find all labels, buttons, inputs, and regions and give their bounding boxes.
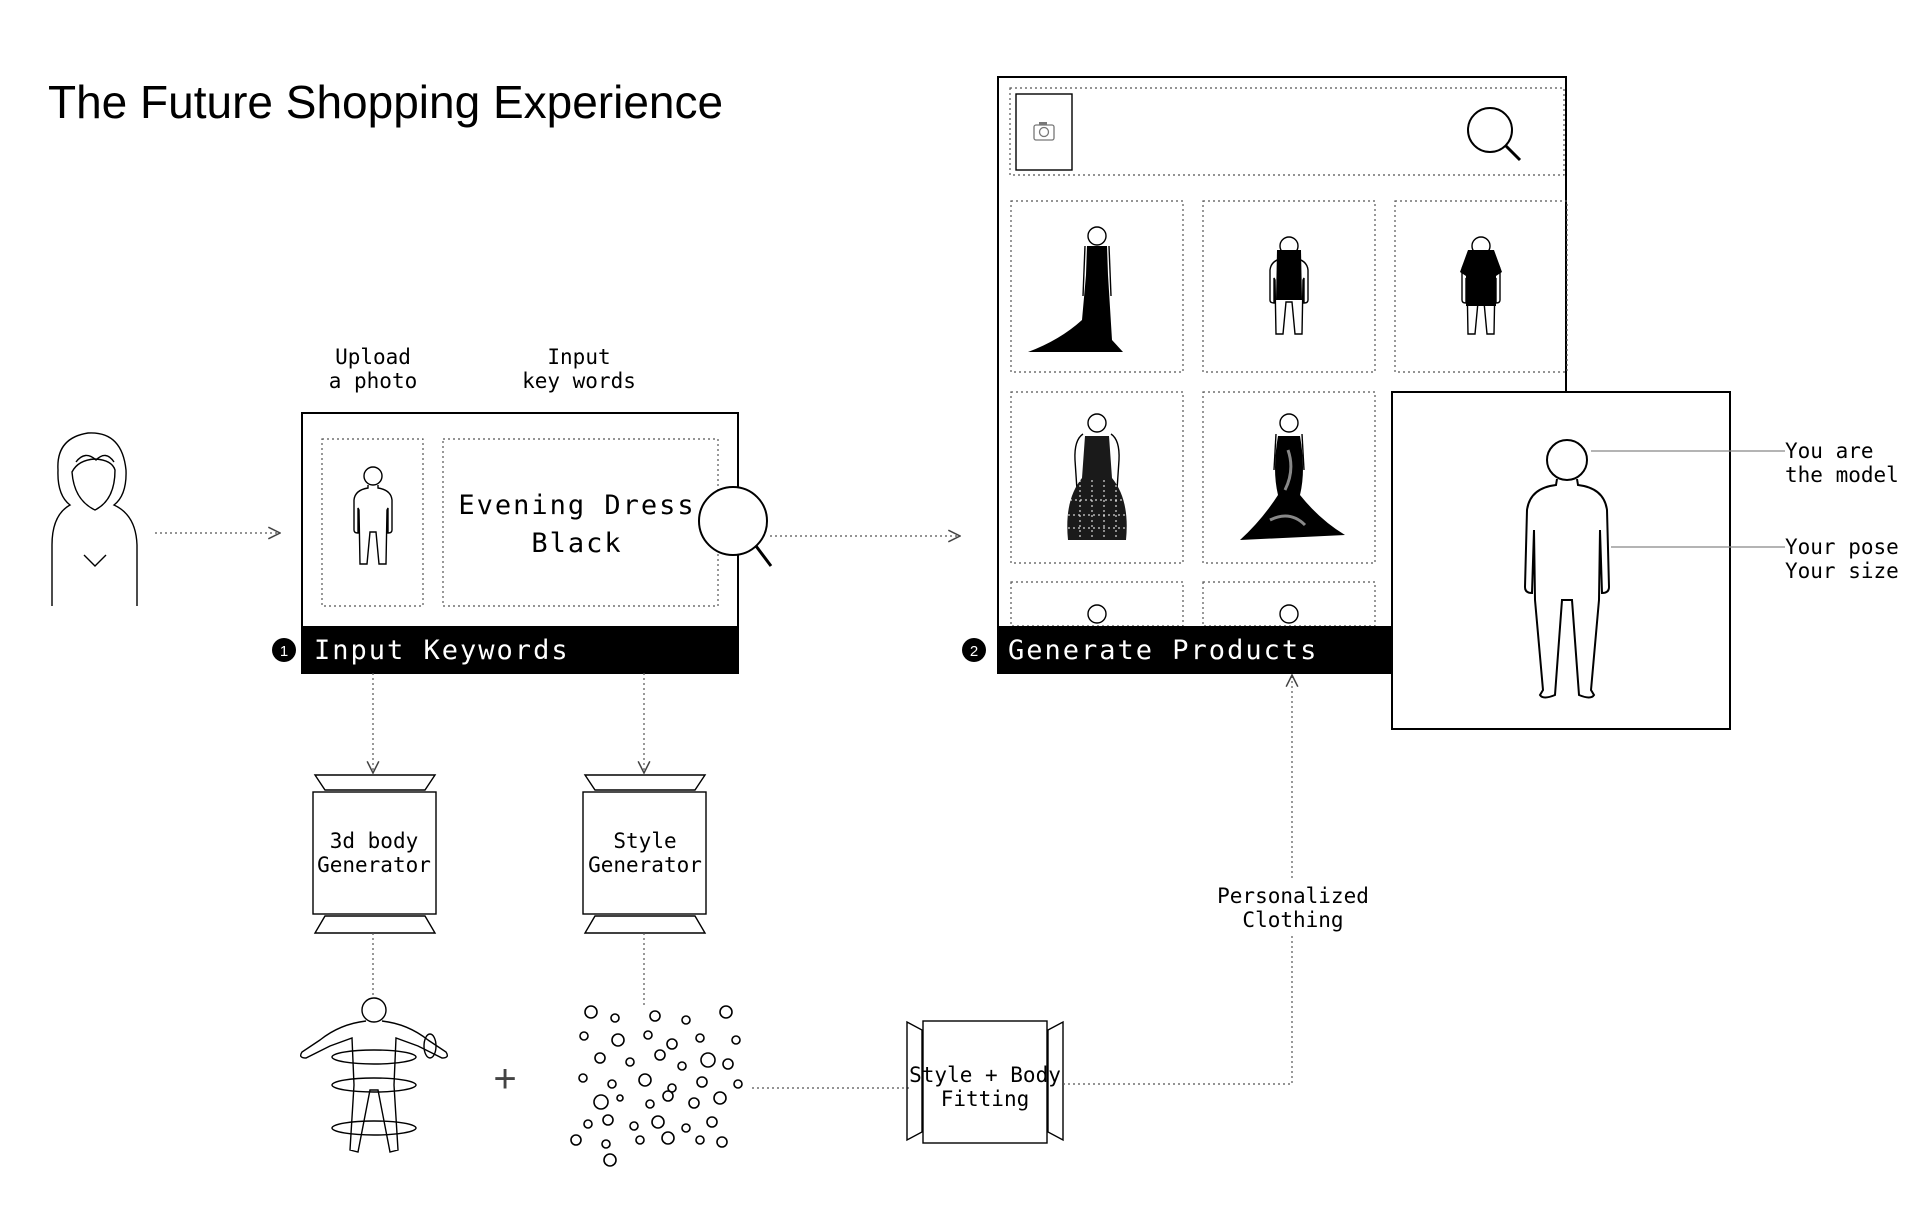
user-avatar-icon bbox=[51, 432, 138, 606]
body-scan-figure bbox=[299, 997, 449, 1153]
callout-pose-line-2: Your size bbox=[1785, 559, 1899, 583]
keyword-text-line-1: Evening Dress bbox=[458, 490, 695, 521]
keyword-text-line-2: Black bbox=[531, 528, 622, 559]
step-2-badge bbox=[962, 638, 986, 662]
step-1-number: 1 bbox=[280, 643, 288, 660]
output-label-line-2: Clothing bbox=[1242, 908, 1343, 932]
body-model-figure bbox=[1523, 439, 1611, 699]
body-generator-block bbox=[312, 774, 437, 934]
output-label-line-1: Personalized bbox=[1217, 884, 1369, 908]
product-tile-1[interactable] bbox=[1010, 200, 1184, 373]
connector-fitting-to-products bbox=[1063, 675, 1292, 1085]
step-2-bar bbox=[998, 626, 1398, 673]
keyword-input-field[interactable] bbox=[442, 438, 719, 607]
style-generator-line-2: Generator bbox=[588, 853, 702, 877]
callout-pose-line-1: Your pose bbox=[1785, 535, 1899, 559]
keywords-label-line-2: key words bbox=[522, 369, 636, 393]
output-label-backdrop bbox=[1215, 878, 1371, 934]
evening-gown-figure-4 bbox=[1067, 413, 1127, 540]
partial-figure-6 bbox=[1087, 604, 1107, 624]
camera-icon[interactable] bbox=[1015, 93, 1073, 171]
callout-model-line-2: the model bbox=[1785, 463, 1899, 487]
upload-label-line-1: Upload bbox=[335, 345, 411, 369]
generate-products-panel: 2 Generate Products bbox=[962, 76, 1568, 674]
callout-model-line-1: You are bbox=[1785, 439, 1874, 463]
style-generator-block bbox=[582, 774, 707, 934]
keywords-label-line-1: Input bbox=[547, 345, 610, 369]
page-title: The Future Shopping Experience bbox=[48, 76, 723, 128]
partial-figure-7 bbox=[1279, 604, 1299, 624]
input-keywords-panel: Upload a photo Input key words Evening D… bbox=[272, 345, 773, 674]
search-icon[interactable] bbox=[1467, 107, 1522, 162]
product-tile-3[interactable] bbox=[1394, 200, 1568, 373]
evening-gown-figure-3 bbox=[1460, 236, 1502, 335]
style-body-fitting-block bbox=[906, 1020, 1064, 1144]
image-search-bar[interactable] bbox=[1009, 87, 1565, 176]
body-generator-line-1: 3d body bbox=[330, 829, 419, 853]
evening-gown-figure-5 bbox=[1240, 413, 1345, 540]
evening-gown-figure-2 bbox=[1269, 236, 1309, 335]
style-generator-line-1: Style bbox=[613, 829, 676, 853]
model-preview-card bbox=[1391, 391, 1785, 730]
step-1-label: Input Keywords bbox=[314, 635, 570, 666]
fitting-line-2: Fitting bbox=[941, 1087, 1030, 1111]
product-tile-5[interactable] bbox=[1202, 391, 1376, 564]
product-tile-4[interactable] bbox=[1010, 391, 1184, 564]
step-2-number: 2 bbox=[970, 643, 978, 660]
step-1-bar bbox=[302, 626, 738, 673]
product-tile-2[interactable] bbox=[1202, 200, 1376, 373]
body-generator-line-2: Generator bbox=[317, 853, 431, 877]
fitting-line-1: Style + Body bbox=[909, 1063, 1061, 1087]
plus-sign: + bbox=[493, 1057, 516, 1101]
magnifier-icon[interactable] bbox=[698, 486, 773, 567]
style-particles bbox=[570, 1005, 743, 1167]
uploaded-person-figure bbox=[353, 466, 393, 565]
product-tile-6[interactable] bbox=[1010, 581, 1184, 627]
evening-gown-figure-1 bbox=[1028, 226, 1123, 352]
step-1-badge bbox=[272, 638, 296, 662]
upload-label-line-2: a photo bbox=[329, 369, 418, 393]
product-tile-7[interactable] bbox=[1202, 581, 1376, 627]
photo-upload-slot[interactable] bbox=[321, 438, 424, 607]
step-2-label: Generate Products bbox=[1008, 635, 1318, 666]
